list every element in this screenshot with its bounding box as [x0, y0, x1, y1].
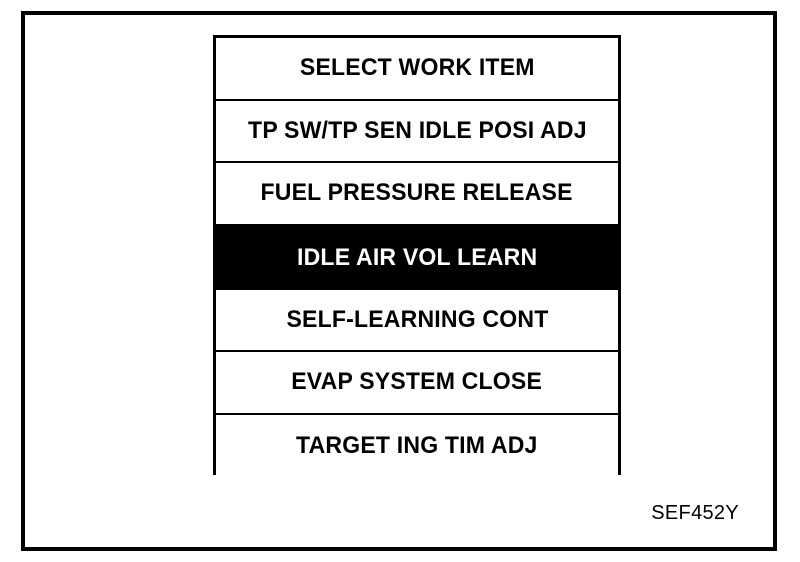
menu-item-idle-air-vol-learn[interactable]: IDLE AIR VOL LEARN — [213, 225, 621, 290]
menu-header-select-work-item: SELECT WORK ITEM — [216, 38, 618, 101]
menu-item-target-ing-tim-adj[interactable]: TARGET ING TIM ADJ — [216, 414, 618, 477]
menu-header-label: SELECT WORK ITEM — [299, 54, 535, 82]
menu-item-label: FUEL PRESSURE RELEASE — [260, 179, 574, 207]
menu-row-list: SELECT WORK ITEM TP SW/TP SEN IDLE POSI … — [213, 38, 621, 477]
menu-item-fuel-pressure-release[interactable]: FUEL PRESSURE RELEASE — [216, 163, 618, 226]
menu-item-label: IDLE AIR VOL LEARN — [296, 243, 538, 271]
menu-item-evap-system-close[interactable]: EVAP SYSTEM CLOSE — [216, 352, 618, 415]
menu-item-tp-sw-tp-sen-idle-posi-adj[interactable]: TP SW/TP SEN IDLE POSI ADJ — [216, 100, 618, 163]
figure-caption: SEF452Y — [651, 502, 739, 524]
select-work-item-menu: SELECT WORK ITEM TP SW/TP SEN IDLE POSI … — [213, 35, 621, 477]
menu-item-self-learning-cont[interactable]: SELF-LEARNING CONT — [216, 289, 618, 352]
menu-item-label: SELF-LEARNING CONT — [285, 305, 548, 333]
illustration-frame: SELECT WORK ITEM TP SW/TP SEN IDLE POSI … — [21, 11, 777, 551]
menu-item-label: TP SW/TP SEN IDLE POSI ADJ — [247, 116, 587, 144]
menu-item-label: EVAP SYSTEM CLOSE — [291, 368, 543, 396]
menu-item-label: TARGET ING TIM ADJ — [296, 431, 538, 459]
